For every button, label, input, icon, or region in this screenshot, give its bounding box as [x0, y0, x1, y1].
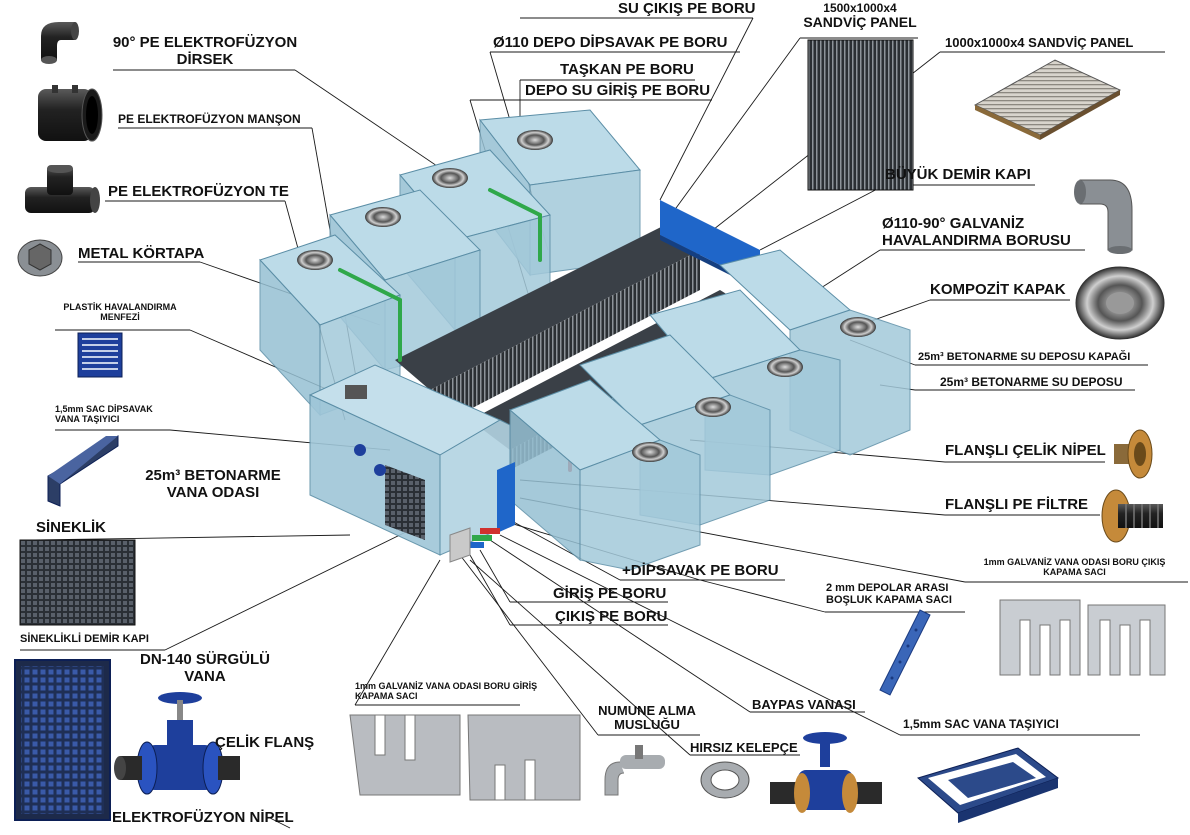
label-giris-kapama: 1mm GALVANİZ VANA ODASI BORU GİRİŞ KAPAM… [355, 681, 538, 702]
label-numune: NUMUNE ALMA MUSLUĞU [592, 703, 702, 733]
label-numune-line1: NUMUNE ALMA [598, 703, 696, 718]
label-sinekli-kapi: SİNEKLİKLİ DEMİR KAPI [20, 633, 149, 645]
label-kortapa: METAL KÖRTAPA [78, 245, 205, 262]
label-celik-nipel: FLANŞLI ÇELİK NİPEL [945, 442, 1106, 459]
clamp-icon [700, 761, 750, 799]
label-sandvic-1500: 1500x1000x4 SANDVİÇ PANEL [800, 1, 920, 31]
label-vana-odasi-cikis: 1mm GALVANİZ VANA ODASI BORU ÇIKIŞ KAPAM… [962, 557, 1187, 578]
label-galvaniz-boru: Ø110-90° GALVANİZ HAVALANDIRMA BORUSU [882, 215, 1071, 249]
label-havalandirma-menfez-line2: MENFEZİ [100, 311, 140, 322]
label-manson: PE ELEKTROFÜZYON MANŞON [118, 112, 301, 126]
label-surgulu-line1: DN-140 SÜRGÜLÜ [139, 651, 271, 668]
label-sandvic-1500-line2: SANDVİÇ PANEL [803, 14, 917, 31]
sandwich-panel-flat-icon [973, 59, 1122, 140]
label-kelepce: HIRSIZ KELEPÇE [690, 740, 798, 755]
label-havalandirma-menfez-line1: PLASTİK HAVALANDIRMA [63, 302, 177, 312]
composite-lid-icon [1075, 266, 1165, 340]
label-dirsek-line1: 90° PE ELEKTROFÜZYON [112, 34, 298, 51]
label-sac-vana-tasiyici: 1,5mm SAC VANA TAŞIYICI [903, 717, 1059, 731]
valve-room [308, 364, 515, 563]
label-vana-odasi-line1: 25m³ BETONARME [145, 467, 281, 484]
label-su-deposu: 25m³ BETONARME SU DEPOSU [940, 375, 1123, 389]
mesh-door-icon [14, 659, 111, 821]
label-depolar-arasi-line2: BOŞLUK KAPAMA SACI [826, 594, 952, 607]
blind-cap-icon [17, 239, 63, 277]
label-sineklik: SİNEKLİK [36, 519, 107, 536]
label-giris-kapama-line2: KAPAMA SACI [355, 690, 418, 701]
label-giris-kapama-line1: 1mm GALVANİZ VANA ODASI BORU GİRİŞ [355, 681, 538, 691]
label-dipsavak: Ø110 DEPO DİPSAVAK PE BORU [493, 34, 728, 51]
label-buyuk-kapi: BÜYÜK DEMİR KAPI [885, 166, 1031, 183]
label-galvaniz-boru-line1: Ø110-90° GALVANİZ [882, 215, 1025, 232]
label-depolar-arasi-line1: 2 mm DEPOLAR ARASI [826, 582, 949, 594]
label-pe-filtre: FLANŞLI PE FİLTRE [945, 496, 1089, 513]
sleeve-coupler-icon [38, 85, 103, 142]
label-vana-odasi-line2: VANA ODASI [166, 483, 260, 501]
label-depo-giris: DEPO SU GİRİŞ PE BORU [525, 82, 711, 99]
sandwich-panel-icon [807, 39, 914, 191]
gap-strip-icon [879, 609, 931, 696]
entry-cover-plate-icon [349, 714, 581, 801]
label-sandvic-1500-line1: 1500x1000x4 [823, 1, 897, 15]
mesh-screen-icon [19, 539, 136, 626]
label-dipsavak-pe: +DİPSAVAK PE BORU [622, 562, 779, 579]
bracket-icon [47, 435, 119, 507]
label-taskan: TAŞKAN PE BORU [560, 61, 694, 78]
label-depo-kapagi: 25m³ BETONARME SU DEPOSU KAPAĞI [918, 351, 1131, 363]
label-sac-dipsavak: 1,5mm SAC DİPSAVAK VANA TAŞIYICI [55, 404, 153, 425]
gate-valve-icon [114, 692, 240, 795]
label-surgulu-line2: VANA [184, 667, 226, 685]
label-cikis-pe: ÇIKIŞ PE BORU [555, 608, 668, 625]
label-sandvic-1000: 1000x1000x4 SANDVİÇ PANEL [945, 35, 1134, 50]
vent-grille-icon [77, 332, 123, 378]
label-vana-odasi: 25m³ BETONARME VANA ODASI [138, 467, 288, 501]
tank-assembly [259, 109, 911, 571]
label-baypas: BAYPAS VANASI [752, 697, 856, 712]
valve-carrier-icon [916, 747, 1060, 823]
valve-room-door [385, 465, 425, 540]
label-vana-odasi-cikis-line2: KAPAMA SACI [1043, 566, 1106, 577]
label-depolar-arasi: 2 mm DEPOLAR ARASI BOŞLUK KAPAMA SACI [826, 582, 952, 606]
label-sac-dipsavak-line2: VANA TAŞIYICI [55, 413, 120, 424]
label-dirsek-line2: DİRSEK [176, 50, 234, 68]
label-surgulu: DN-140 SÜRGÜLÜ VANA [130, 651, 280, 685]
label-dirsek: 90° PE ELEKTROFÜZYON DİRSEK [110, 34, 300, 68]
label-sac-dipsavak-line1: 1,5mm SAC DİPSAVAK [55, 404, 153, 414]
flanged-filter-icon [1101, 489, 1163, 543]
label-elektrofuzyon-nipel: ELEKTROFÜZYON NİPEL [112, 809, 294, 826]
elbow-pipe-icon [41, 22, 79, 64]
bypass-valve-icon [770, 732, 882, 813]
label-havalandirma-menfez: PLASTİK HAVALANDIRMA MENFEZİ [50, 302, 190, 323]
label-galvaniz-boru-line2: HAVALANDIRMA BORUSU [882, 231, 1071, 249]
label-giris-pe: GİRİŞ PE BORU [553, 585, 667, 602]
label-celik-flans: ÇELİK FLANŞ [215, 734, 315, 751]
flanged-nipple-icon [1114, 429, 1153, 479]
label-kompozit: KOMPOZİT KAPAK [930, 281, 1066, 298]
galvanized-elbow-icon [1074, 179, 1133, 254]
label-su-cikis: SU ÇIKIŞ PE BORU [618, 0, 756, 17]
tee-pipe-icon [25, 165, 100, 213]
label-vana-odasi-cikis-line1: 1mm GALVANİZ VANA ODASI BORU ÇIKIŞ [983, 557, 1166, 567]
label-numune-line2: MUSLUĞU [614, 717, 680, 733]
label-te: PE ELEKTROFÜZYON TE [108, 183, 289, 200]
cover-plate-icon [999, 599, 1166, 676]
sample-tap-icon [604, 745, 665, 796]
tank-right-1 [509, 379, 701, 571]
